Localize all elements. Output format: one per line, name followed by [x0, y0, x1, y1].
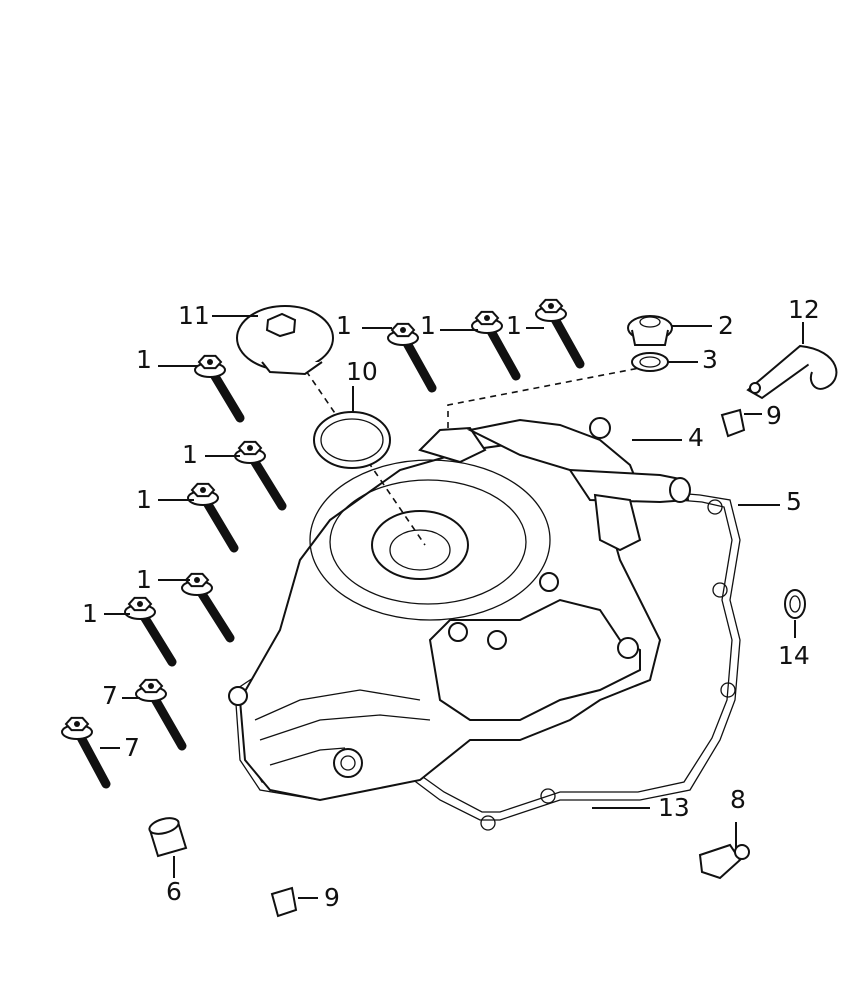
bolt-group — [61, 298, 585, 789]
callout-14: 14 — [778, 641, 810, 670]
callout-13: 13 — [658, 793, 690, 822]
callout-4: 4 — [688, 423, 704, 452]
leader-lines — [100, 315, 804, 899]
gasket-hole — [540, 788, 556, 804]
gasket-hole — [707, 499, 723, 515]
dowel-pin — [148, 817, 188, 858]
callout-7: 7 — [102, 681, 118, 710]
flange-bolt — [135, 678, 187, 751]
flange-bolt — [471, 310, 521, 381]
callout-1: 1 — [182, 440, 198, 469]
gasket-hole — [720, 682, 736, 698]
callout-2: 2 — [718, 311, 734, 340]
callout-1: 1 — [136, 485, 152, 514]
clip — [270, 886, 298, 918]
gasket-hole — [712, 582, 728, 598]
flange-bolt — [535, 298, 585, 369]
callout-11: 11 — [178, 301, 210, 330]
vent-screw — [627, 315, 673, 346]
clamp — [698, 843, 750, 880]
callout-6: 6 — [166, 877, 182, 906]
callout-1: 1 — [136, 345, 152, 374]
flange-bolt — [181, 572, 235, 643]
callout-9: 9 — [766, 401, 782, 430]
crankcase-cover — [228, 417, 691, 802]
gasket-hole — [480, 815, 496, 831]
flange-bolt — [387, 322, 437, 393]
oil-seal — [784, 589, 806, 619]
callout-1: 1 — [336, 311, 352, 340]
callout-1: 1 — [420, 311, 436, 340]
flange-bolt — [234, 440, 287, 511]
sealing-washer — [631, 352, 669, 372]
callout-1: 1 — [136, 565, 152, 594]
callout-3: 3 — [702, 345, 718, 374]
assembly-line-screw — [447, 364, 656, 428]
clip — [720, 408, 746, 438]
callout-12: 12 — [788, 295, 820, 324]
callout-7: 7 — [124, 733, 140, 762]
callout-1: 1 — [506, 311, 522, 340]
callout-5: 5 — [786, 487, 802, 516]
callout-8: 8 — [730, 785, 746, 814]
callout-1: 1 — [82, 599, 98, 628]
flange-bolt — [194, 354, 245, 423]
callout-9: 9 — [324, 883, 340, 912]
flange-bolt — [61, 716, 111, 789]
callout-10: 10 — [346, 357, 378, 386]
filler-plug — [236, 305, 334, 376]
hose-bracket — [746, 344, 838, 400]
o-ring — [313, 411, 391, 469]
flange-bolt — [187, 482, 239, 553]
flange-bolt — [124, 596, 177, 667]
